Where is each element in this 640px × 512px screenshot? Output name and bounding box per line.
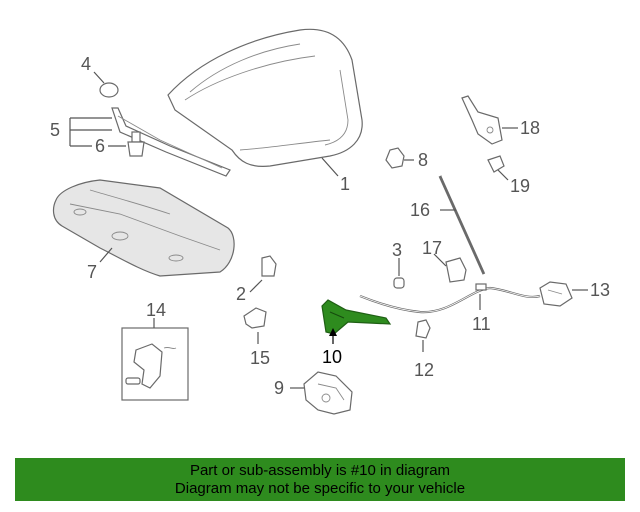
callout-16: 16 [410,200,430,220]
callout-12: 12 [414,360,434,380]
part-latch [539,281,573,307]
callout-9: 9 [274,378,284,398]
part-release-lever-highlighted [321,299,392,335]
part-support-rod [438,175,487,275]
callout-2: 2 [236,284,246,304]
callout-14: 14 [146,300,166,320]
arrowhead-10 [329,328,337,336]
part-hood [167,28,363,167]
callout-13: 13 [590,280,610,300]
callout-8: 8 [418,150,428,170]
callout-11: 11 [472,314,491,334]
leader-1 [321,157,339,177]
part-bumper-stop [385,147,405,169]
part-grommet [99,82,119,98]
part-release-cable [359,283,541,314]
parts-diagram: 1 5 4 6 7 8 18 19 [50,28,610,415]
part-washer [487,155,505,173]
part-buffer [261,255,277,277]
leader-7 [99,247,113,263]
callout-5: 5 [50,120,60,140]
part-cushion [393,277,405,289]
part-bracket-15 [243,307,267,329]
leader-2 [249,279,263,293]
callout-17: 17 [422,238,442,258]
part-clip [127,131,145,157]
part-hinge [461,95,503,145]
part-lock-assembly-inset [121,327,189,401]
leader-5 [69,117,112,147]
part-insulator [52,179,235,277]
banner-line-1: Part or sub-assembly is #10 in diagram [189,462,451,479]
callout-6: 6 [95,136,105,156]
callout-19: 19 [510,176,530,196]
callout-3: 3 [392,240,402,260]
callout-10: 10 [322,347,342,367]
callout-18: 18 [520,118,540,138]
callout-4: 4 [81,54,91,74]
callout-7: 7 [87,262,97,282]
leader-19 [497,169,509,181]
part-latch-assembly [303,371,353,415]
part-retainer [415,319,431,339]
info-banner: Part or sub-assembly is #10 in diagram D… [15,458,625,501]
leader-4 [93,71,105,84]
banner-line-2: Diagram may not be specific to your vehi… [174,480,466,497]
part-bracket-17 [445,257,467,283]
callout-15: 15 [250,348,270,368]
callout-1: 1 [340,174,350,194]
leader-17 [433,253,447,267]
